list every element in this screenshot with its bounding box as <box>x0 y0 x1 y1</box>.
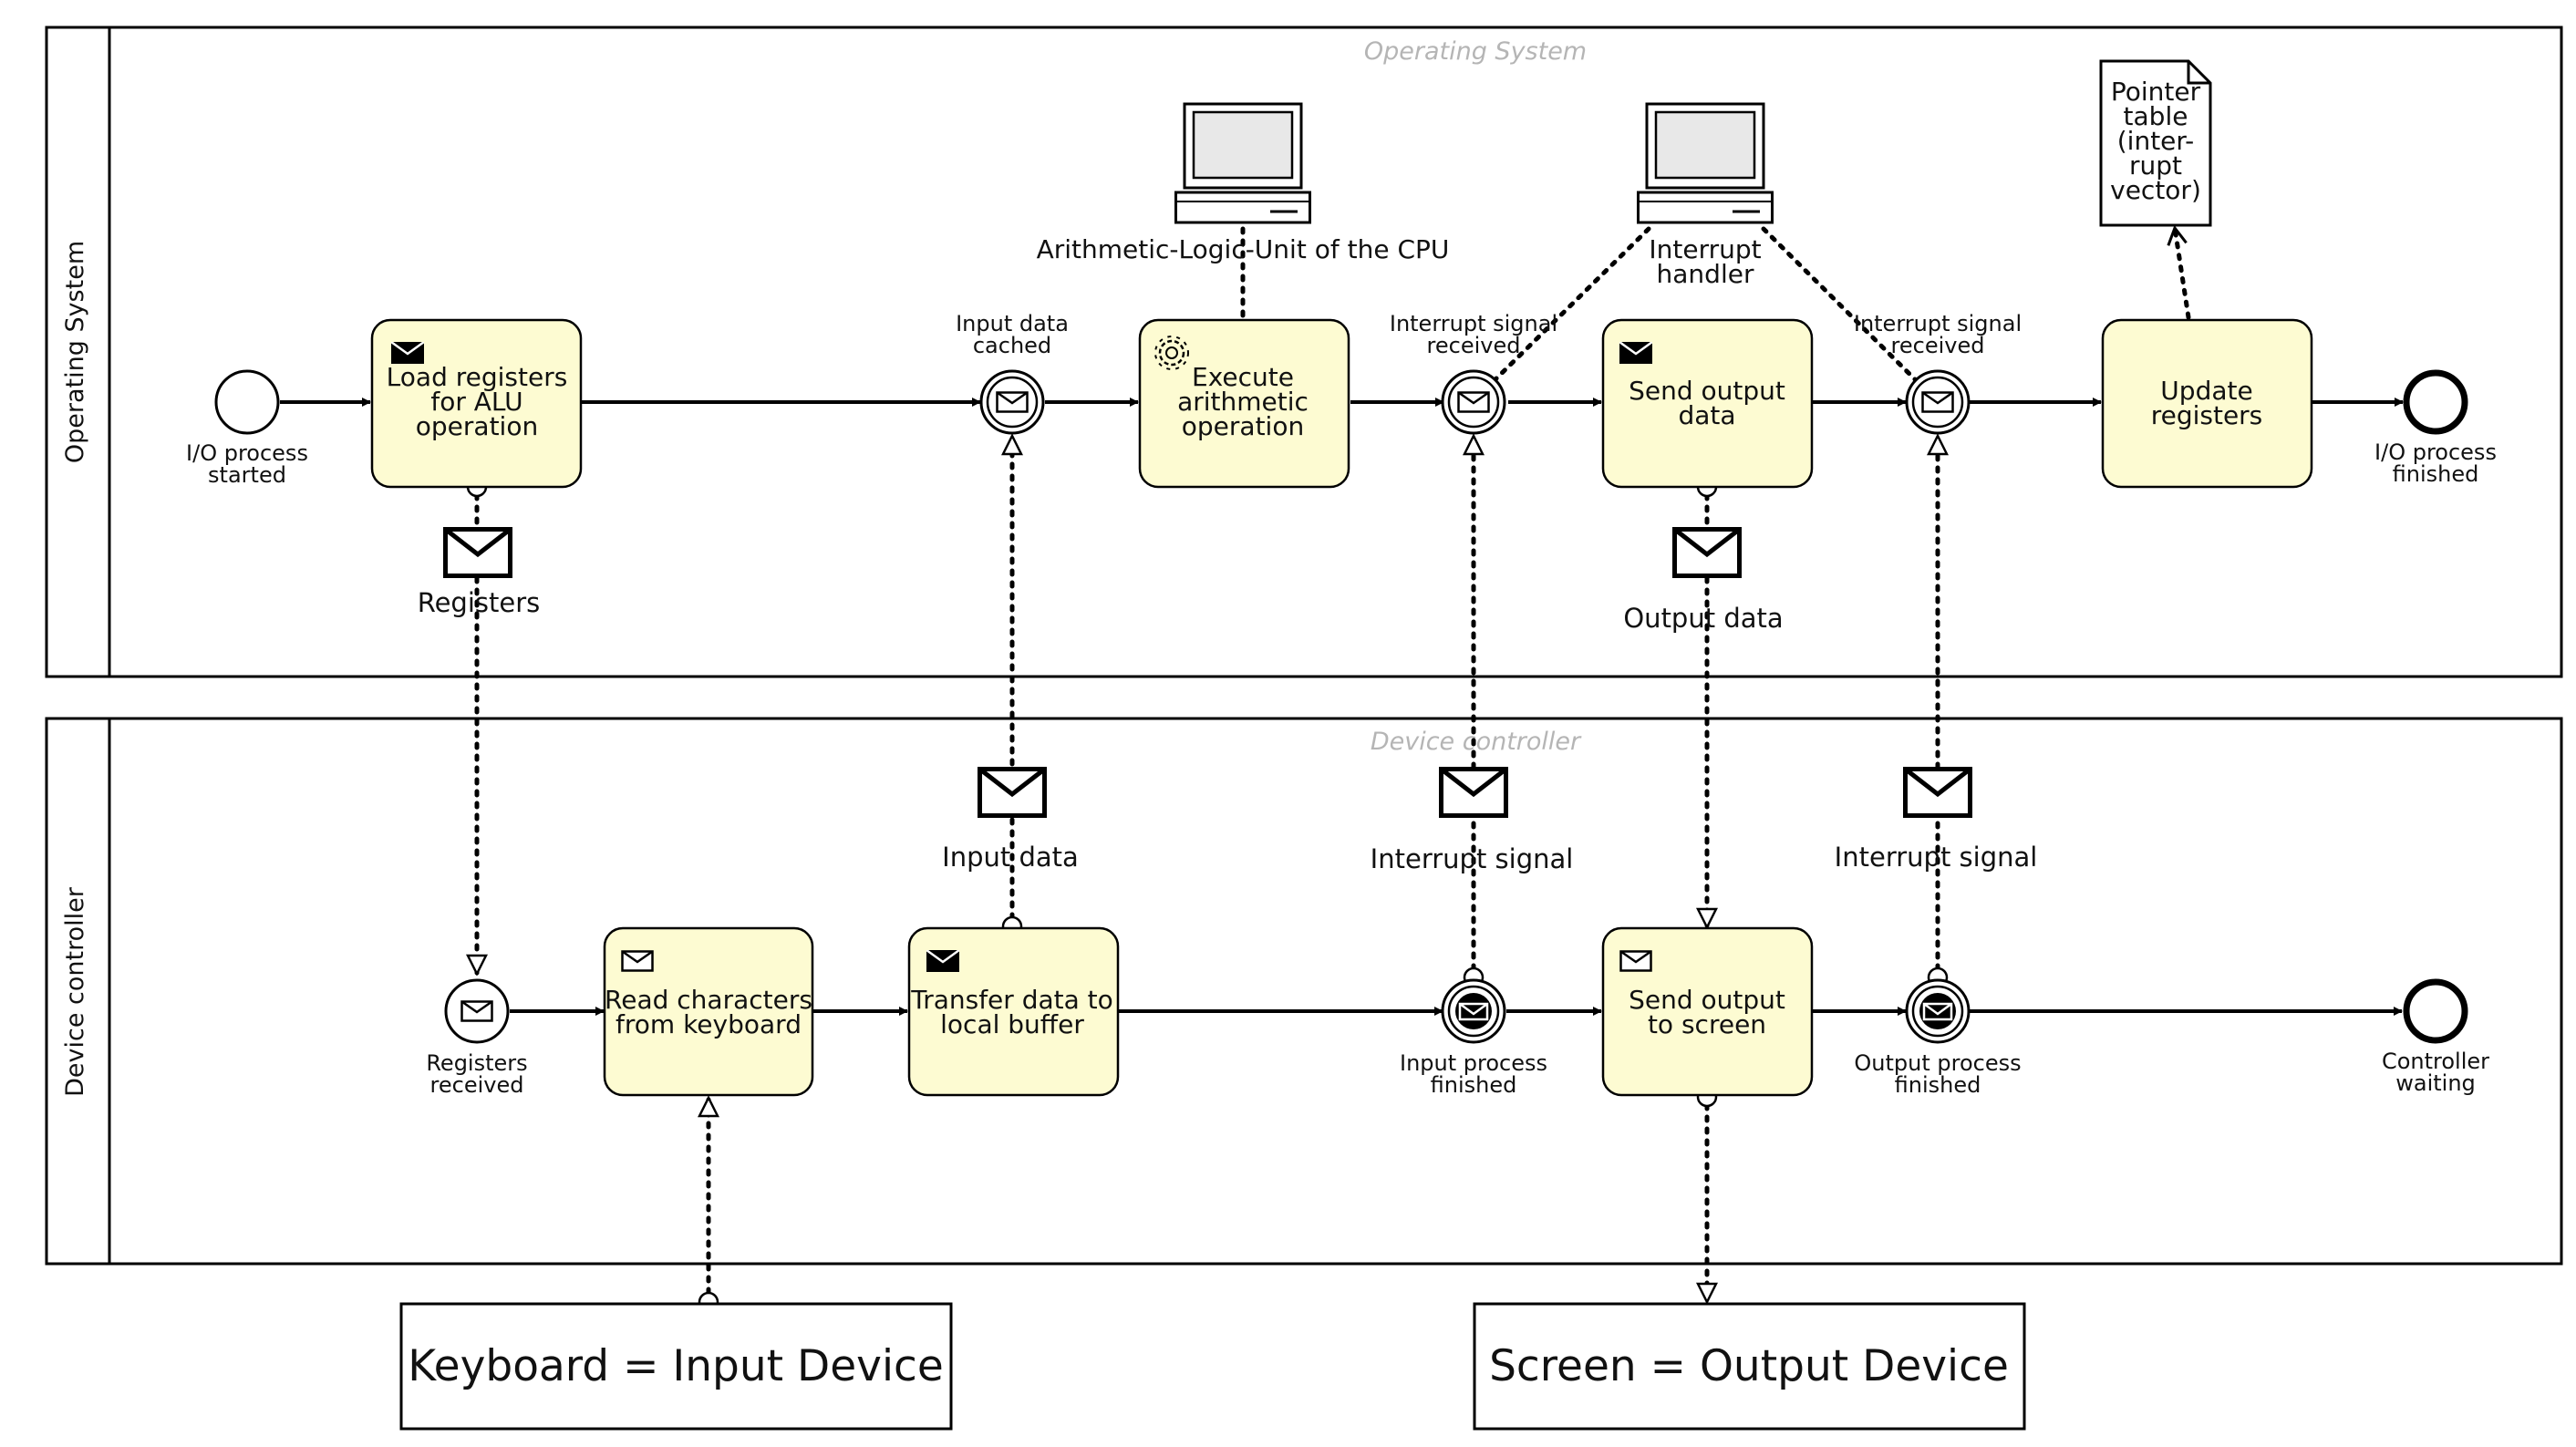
message-envelope-icon <box>446 530 511 576</box>
message-start-envelope-icon <box>460 1000 493 1022</box>
message-envelope-icon <box>1906 770 1971 816</box>
catch-envelope-icon <box>996 391 1029 413</box>
receive-envelope-icon <box>1619 950 1652 972</box>
receive-envelope-icon <box>621 950 654 972</box>
pool-label-device-controller: Device controller <box>61 886 89 1097</box>
message-label-input-data: Input data <box>942 842 1079 873</box>
message-registers: Registers <box>418 530 541 618</box>
throw-envelope-icon <box>1458 1002 1489 1021</box>
computer-label-alu: Arithmetic-Logic-Unit of the CPU <box>1037 234 1450 264</box>
pool-operating-system: Operating System Operating System <box>45 26 2563 678</box>
document-icon <box>2099 59 2212 227</box>
message-label-output-data: Output data <box>1623 603 1783 634</box>
device-screen[interactable]: Screen = Output Device <box>1473 1302 2026 1431</box>
computer-icon <box>1174 102 1311 224</box>
catch-envelope-icon <box>1457 391 1490 413</box>
message-envelope-icon <box>980 770 1045 816</box>
pool-device-controller: Device controller Device controller <box>45 717 2563 1266</box>
computer-icon <box>1637 102 1774 224</box>
message-input-data: Input data <box>942 770 1079 873</box>
pool-watermark-device-controller: Device controller <box>1371 728 1582 756</box>
message-interrupt-signal-2: Interrupt signal <box>1835 770 2038 873</box>
message-interrupt-signal-1: Interrupt signal <box>1371 770 1574 874</box>
device-label-screen: Screen = Output Device <box>1489 1341 2009 1391</box>
computer-alu: Arithmetic-Logic-Unit of the CPU <box>1037 102 1450 264</box>
device-keyboard[interactable]: Keyboard = Input Device <box>399 1302 953 1431</box>
message-label-registers: Registers <box>418 587 541 618</box>
send-envelope-icon <box>391 342 424 364</box>
throw-envelope-icon <box>1922 1002 1953 1021</box>
message-label-interrupt-2: Interrupt signal <box>1835 842 2038 873</box>
message-label-interrupt-1: Interrupt signal <box>1371 843 1574 874</box>
pool-label-operating-system: Operating System <box>61 241 89 463</box>
gear-icon <box>1154 336 1189 370</box>
associations <box>1240 224 2191 384</box>
catch-envelope-icon <box>1921 391 1954 413</box>
pool-watermark-operating-system: Operating System <box>1364 37 1587 66</box>
message-envelope-icon <box>1675 530 1740 576</box>
message-output-data: Output data <box>1623 530 1784 634</box>
message-envelope-icon <box>1442 770 1506 816</box>
send-envelope-icon <box>926 950 959 972</box>
device-label-keyboard: Keyboard = Input Device <box>408 1341 944 1391</box>
send-envelope-icon <box>1619 342 1652 364</box>
